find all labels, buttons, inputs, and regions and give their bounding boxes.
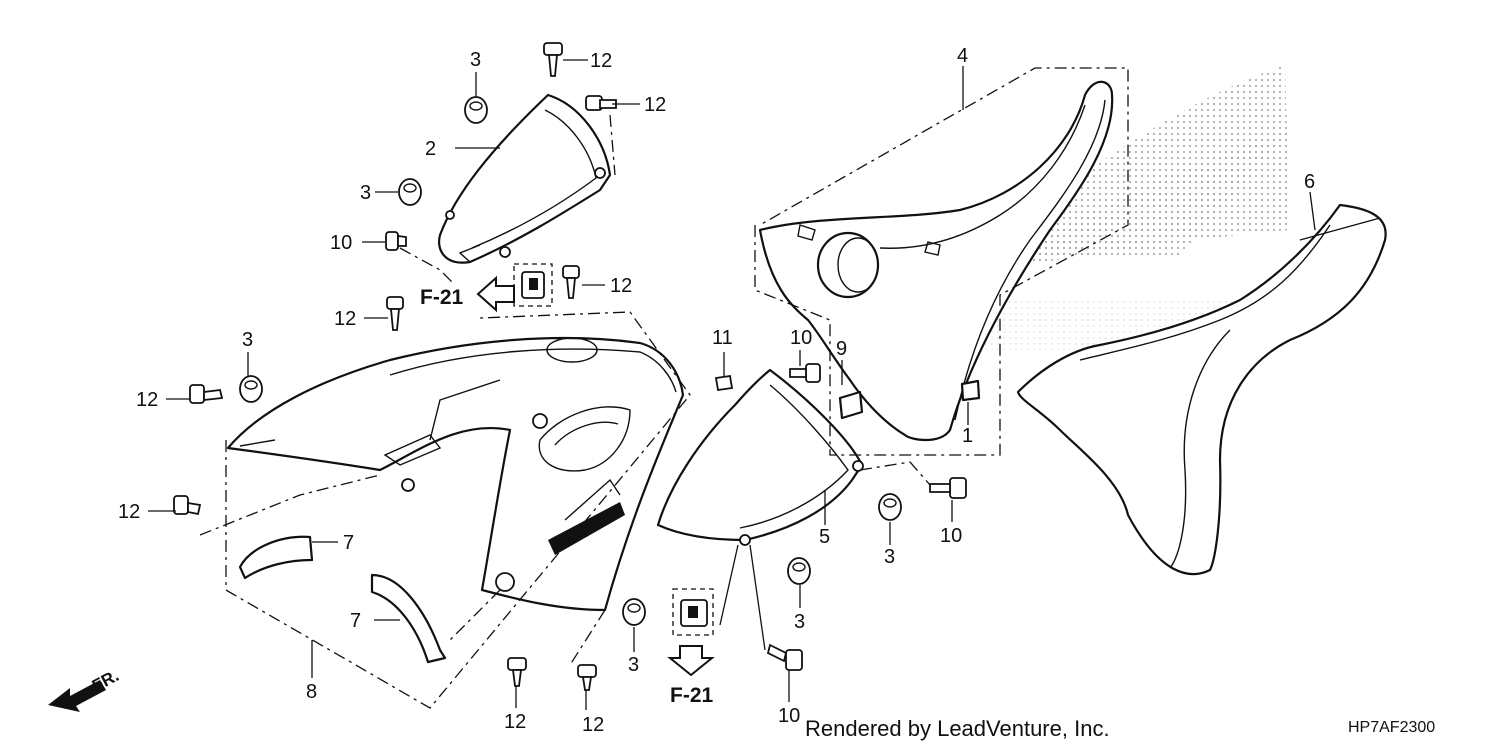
bolt-12f bbox=[173, 495, 202, 516]
front-upper-cover-part bbox=[438, 93, 612, 264]
callout-12-upper-right: 12 bbox=[644, 94, 666, 116]
bolt-12g bbox=[507, 657, 527, 687]
render-credit: Rendered by LeadVenture, Inc. bbox=[805, 716, 1110, 741]
callout-8: 8 bbox=[306, 681, 317, 703]
ref-box-bottom bbox=[672, 588, 714, 636]
bolt-10b bbox=[789, 363, 821, 383]
assembly-outlines bbox=[199, 67, 1129, 709]
callout-11: 11 bbox=[712, 327, 733, 349]
callout-2: 2 bbox=[425, 138, 436, 160]
clip-11 bbox=[714, 374, 734, 392]
grommet-3c bbox=[239, 375, 263, 403]
bolt-12a bbox=[543, 42, 563, 77]
callout-3-top: 3 bbox=[470, 49, 481, 71]
leader-lines bbox=[148, 59, 1316, 710]
callout-10-left: 10 bbox=[330, 232, 352, 254]
diagram-code: HP7AF2300 bbox=[1348, 719, 1436, 736]
front-direction-indicator: FR. bbox=[48, 666, 122, 712]
callout-10-bottom: 10 bbox=[778, 705, 800, 727]
center-front-cover-part bbox=[656, 368, 864, 546]
pad-upper-part bbox=[238, 535, 314, 580]
callout-12-bottom-left: 12 bbox=[504, 711, 526, 733]
callout-12-mid: 12 bbox=[610, 275, 632, 297]
grommet-3a bbox=[464, 96, 488, 124]
bolt-10a bbox=[385, 231, 407, 251]
rear-side-cover-part bbox=[758, 80, 1114, 442]
ref-label-top: F-21 bbox=[420, 286, 464, 309]
ref-arrow-left bbox=[476, 275, 515, 313]
bolt-12e bbox=[189, 384, 224, 404]
callout-9: 9 bbox=[836, 338, 847, 360]
callout-3-bottom: 3 bbox=[628, 654, 639, 676]
callout-5: 5 bbox=[819, 526, 830, 548]
callout-12-left-lower: 12 bbox=[118, 501, 140, 523]
callout-3-left-mid: 3 bbox=[242, 329, 253, 351]
callout-6: 6 bbox=[1304, 171, 1315, 193]
grommet-3b bbox=[398, 178, 422, 206]
pad-lower-part bbox=[370, 573, 447, 664]
callout-3-left-upper: 3 bbox=[360, 182, 371, 204]
callout-10-right: 10 bbox=[940, 525, 962, 547]
bolt-12h bbox=[577, 664, 597, 691]
grommet-3d bbox=[878, 493, 902, 521]
clip-nut-top bbox=[521, 271, 545, 299]
ref-label-bottom: F-21 bbox=[670, 684, 714, 707]
callout-7-upper: 7 bbox=[343, 532, 354, 554]
bolt-12d bbox=[386, 296, 404, 331]
callout-12-left-mid: 12 bbox=[334, 308, 356, 330]
callout-12-left: 12 bbox=[136, 389, 158, 411]
callout-10-center: 10 bbox=[790, 327, 812, 349]
callout-1: 1 bbox=[962, 425, 973, 447]
left-side-cover-part bbox=[226, 336, 685, 612]
callout-3-right: 3 bbox=[884, 546, 895, 568]
right-rear-cover-part bbox=[1016, 203, 1387, 576]
clip-nut-bottom bbox=[680, 599, 708, 627]
bolt-12b bbox=[585, 95, 617, 111]
bolt-10c bbox=[929, 477, 967, 499]
callout-3-center-lower: 3 bbox=[794, 611, 805, 633]
bolt-12c bbox=[562, 265, 580, 299]
callout-12-top: 12 bbox=[590, 50, 612, 72]
bolt-10d bbox=[766, 643, 803, 671]
callout-12-bottom: 12 bbox=[582, 714, 604, 736]
callout-7-lower: 7 bbox=[350, 610, 361, 632]
grommet-3e bbox=[787, 557, 811, 585]
ref-arrow-down bbox=[667, 645, 715, 677]
grommet-3f bbox=[622, 598, 646, 626]
callout-4: 4 bbox=[957, 45, 968, 67]
